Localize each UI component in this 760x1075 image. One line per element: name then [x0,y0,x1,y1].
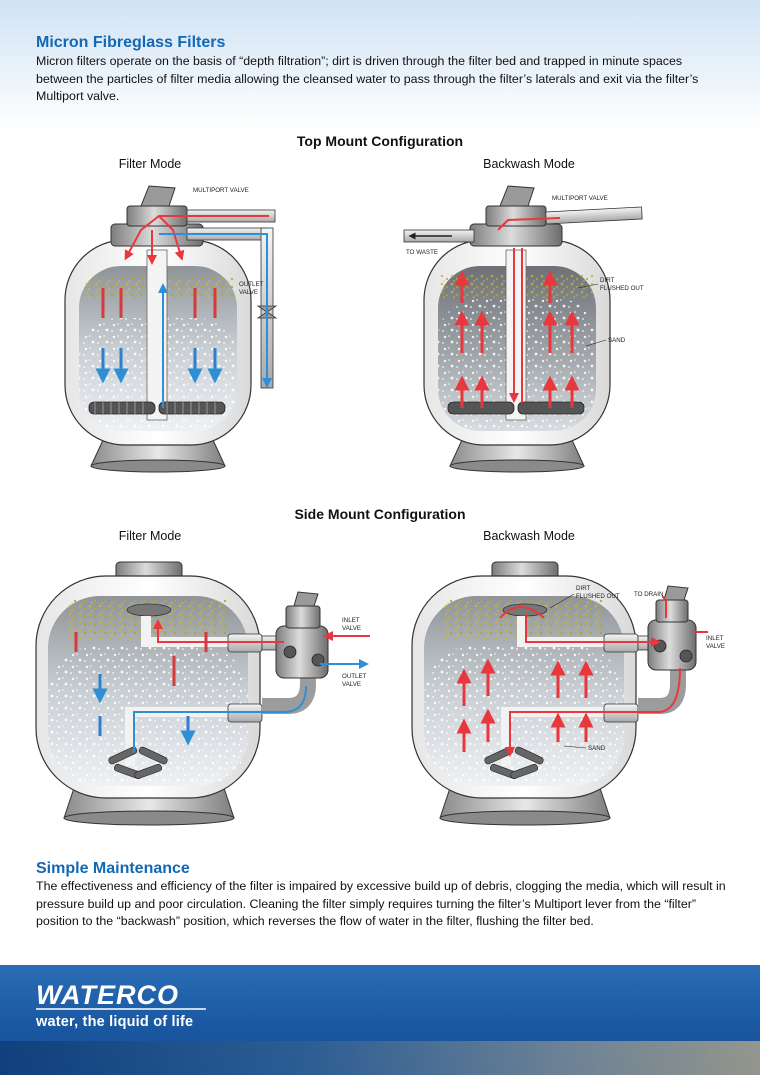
intro-title: Micron Fibreglass Filters [36,34,226,51]
callout-inlet-valve-line2: VALVE [342,625,361,632]
footer-band [0,1041,760,1075]
side-backwash-diagram: DIRT FLUSHED OUT TO DRAIN INLET VALVE SA… [404,556,744,846]
callout-multiport-valve: MULTIPORT VALVE [552,195,608,202]
footer-tagline: water, the liquid of life [36,1014,194,1030]
callout-inlet-valve-line2: VALVE [706,643,725,650]
callout-to-waste: TO WASTE [406,249,438,256]
intro-body: Micron filters operate on the basis of “… [36,54,699,103]
side-filter-mode-label: Filter Mode [118,529,182,543]
top-filter-mode-label: Filter Mode [118,157,182,171]
laterals-left [88,401,156,415]
side-backwash-mode-label: Backwash Mode [483,529,575,543]
callout-outlet-valve-line2: VALVE [342,681,361,688]
callout-inlet-valve-line1: INLET [342,617,360,624]
multiport-lever [499,185,535,207]
callout-outlet-valve-line2: VALVE [239,289,258,296]
side-mount-title: Side Mount Configuration [294,506,466,522]
callout-dirt-line2: FLUSHED OUT [600,285,644,292]
multiport-lever [663,585,689,601]
callout-multiport-valve: MULTIPORT VALVE [193,187,249,194]
callout-dirt-line2: FLUSHED OUT [576,593,620,600]
callout-outlet-valve-line1: OUTLET [239,281,264,288]
callout-dirt-line1: DIRT [600,277,615,284]
multiport-lever [293,591,319,607]
top-filter-diagram: MULTIPORT VALVE OUTLET VALVE [55,178,295,478]
side-filter-diagram: INLET VALVE OUTLET VALVE [28,556,378,846]
callout-dirt-line1: DIRT [576,585,591,592]
callout-inlet-valve-line1: INLET [706,635,724,642]
callout-sand: SAND [608,337,626,344]
top-backwash-mode-label: Backwash Mode [483,157,575,171]
maintenance-title: Simple Maintenance [36,860,190,877]
callout-outlet-valve-line1: OUTLET [342,673,367,680]
logo-wordmark: WATERCO [36,980,179,1010]
maintenance-body: The effectiveness and efficiency of the … [36,879,726,928]
top-mount-title: Top Mount Configuration [296,133,464,149]
diffuser [126,603,172,617]
laterals-right [158,401,226,415]
callout-to-drain: TO DRAIN [634,591,663,598]
footer-banner: WATERCO water, the liquid of life [0,965,760,1075]
multiport-valve-body [469,223,563,247]
multiport-lever [140,185,176,207]
waterco-logo: WATERCO [36,979,216,1016]
top-backwash-diagram: MULTIPORT VALVE TO WASTE DIRT FLUSHED OU… [400,178,660,478]
callout-sand: SAND [588,745,606,752]
